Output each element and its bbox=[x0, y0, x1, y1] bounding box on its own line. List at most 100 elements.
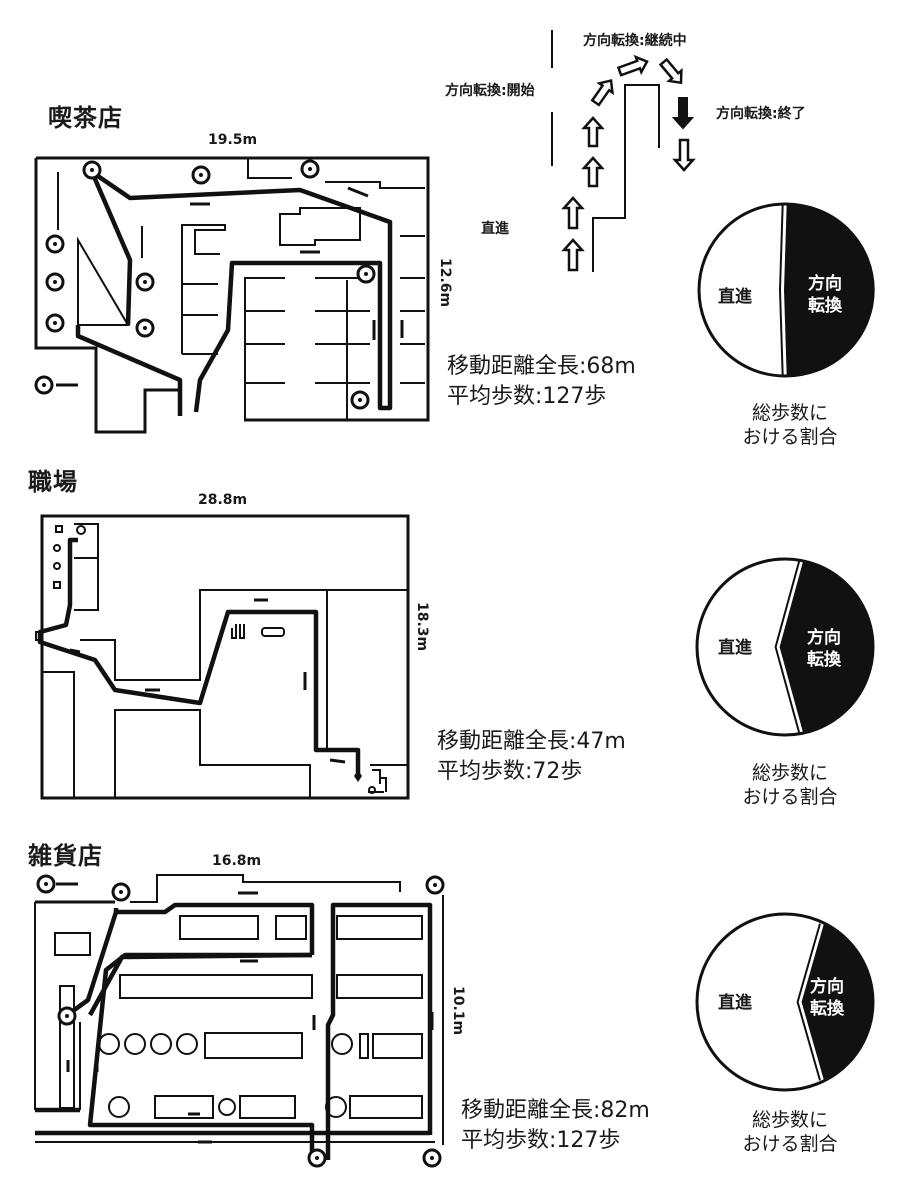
workplace-title: 職場 bbox=[28, 468, 78, 496]
turn-continue-arrow-icon bbox=[658, 57, 683, 85]
camera-legend-icon bbox=[36, 874, 78, 894]
store-shelf bbox=[204, 1032, 303, 1059]
camera-icon bbox=[425, 875, 445, 895]
workplace-width-label: 28.8m bbox=[198, 492, 248, 508]
workplace-ratio-pie bbox=[695, 557, 875, 737]
store-height-label: 10.1m bbox=[450, 986, 466, 1036]
turn-continue-arrow-icon bbox=[616, 54, 649, 77]
legend-straight-label: 直進 bbox=[481, 221, 509, 237]
pie-separator bbox=[778, 203, 784, 377]
camera-icon bbox=[135, 272, 155, 292]
cafe-walk-path bbox=[90, 170, 393, 413]
camera-icon bbox=[350, 390, 370, 410]
store-shelf bbox=[239, 1095, 296, 1119]
workplace-pie-caption-line2: おける割合 bbox=[742, 786, 838, 808]
straight-arrow-icon bbox=[581, 156, 605, 188]
cafe-wall bbox=[325, 181, 425, 189]
store-pie-caption-line2: おける割合 bbox=[742, 1133, 838, 1155]
camera-icon bbox=[300, 159, 320, 179]
cafe-ratio-pie bbox=[697, 202, 875, 378]
workplace-wall bbox=[42, 671, 75, 798]
cafe-outer-wall bbox=[34, 158, 180, 434]
store-shelf bbox=[154, 1095, 214, 1119]
store-pie-turn-line1: 方向 bbox=[810, 977, 844, 997]
store-round-tables bbox=[98, 1033, 353, 1118]
straight-arrow-down-icon bbox=[672, 138, 696, 172]
store-outer-wall bbox=[130, 874, 401, 903]
legend-continue-label: 方向転換:継続中 bbox=[583, 33, 687, 49]
cafe-pie-turn-label: 方向 転換 bbox=[808, 273, 842, 317]
straight-arrow-icon bbox=[561, 238, 585, 272]
store-pie-turn-label: 方向 転換 bbox=[810, 976, 844, 1020]
store-ratio-pie bbox=[695, 912, 875, 1092]
pie-separator bbox=[774, 560, 801, 734]
cafe-outer-wall bbox=[36, 156, 430, 422]
camera-icon bbox=[45, 272, 65, 292]
cafe-direction-arrow bbox=[347, 186, 369, 198]
store-pie-caption-line1: 総歩数に bbox=[751, 1109, 828, 1131]
cafe-walk-path bbox=[75, 325, 183, 416]
turn-start-arrow-icon bbox=[590, 78, 614, 107]
camera-icon bbox=[135, 318, 155, 338]
workplace-height-label: 18.3m bbox=[414, 602, 430, 652]
legend-corridor-wall bbox=[592, 84, 660, 272]
workplace-shelf bbox=[74, 523, 99, 611]
store-shelf bbox=[336, 974, 423, 999]
workplace-steps: 平均歩数:72歩 bbox=[437, 759, 583, 784]
store-shelf bbox=[179, 915, 259, 940]
workplace-direction-arrow bbox=[329, 758, 346, 764]
pie-separator bbox=[796, 923, 821, 1081]
cafe-pie-caption-line1: 総歩数に bbox=[751, 402, 828, 424]
camera-icon bbox=[307, 1148, 327, 1168]
cafe-pie-turn-line1: 方向 bbox=[808, 274, 842, 294]
store-shelf bbox=[54, 932, 91, 956]
pie-slice-turn bbox=[783, 202, 875, 378]
cafe-steps: 平均歩数:127歩 bbox=[447, 384, 607, 409]
cafe-pie-caption: 総歩数に おける割合 bbox=[720, 401, 860, 449]
legend-diagram bbox=[551, 30, 696, 272]
camera-icon bbox=[356, 264, 376, 284]
store-stats: 移動距離全長:82m 平均歩数:127歩 bbox=[461, 1096, 650, 1156]
store-pie-turn-line2: 転換 bbox=[810, 999, 844, 1019]
store-walk-path bbox=[88, 952, 313, 1017]
workplace-pie-turn-label: 方向 転換 bbox=[807, 627, 841, 671]
cafe-table bbox=[279, 207, 361, 246]
cafe-title: 喫茶店 bbox=[48, 104, 123, 132]
camera-icon bbox=[45, 234, 65, 254]
cafe-pie-straight-label: 直進 bbox=[718, 287, 752, 307]
store-floor-plan bbox=[34, 874, 445, 1168]
store-pie-caption: 総歩数に おける割合 bbox=[720, 1108, 860, 1156]
pie-slice-turn bbox=[801, 922, 874, 1082]
straight-arrow-icon bbox=[581, 116, 605, 148]
workplace-distance: 移動距離全長:47m bbox=[437, 729, 626, 754]
workplace-walk-path bbox=[37, 537, 361, 778]
cafe-wall bbox=[247, 158, 292, 179]
workplace-floor-plan bbox=[35, 514, 410, 800]
cafe-width-label: 19.5m bbox=[208, 132, 258, 148]
store-shelf bbox=[59, 985, 75, 1109]
workplace-end-marker bbox=[354, 770, 362, 782]
workplace-direction-arrow bbox=[69, 648, 81, 654]
cafe-pie-turn-line2: 転換 bbox=[808, 296, 842, 316]
store-shelf bbox=[336, 915, 423, 940]
store-title: 雑貨店 bbox=[28, 842, 103, 870]
camera-icon bbox=[111, 882, 131, 902]
store-steps: 平均歩数:127歩 bbox=[461, 1128, 621, 1153]
store-shelf bbox=[119, 974, 313, 999]
straight-arrow-icon bbox=[561, 196, 585, 230]
workplace-pie-straight-label: 直進 bbox=[718, 638, 752, 658]
cafe-height-label: 12.6m bbox=[437, 258, 453, 308]
cafe-walk-path bbox=[89, 171, 133, 326]
store-shelf bbox=[275, 915, 307, 940]
workplace-outer-wall bbox=[40, 514, 410, 800]
store-shelf bbox=[359, 1033, 369, 1059]
cafe-partition bbox=[77, 236, 130, 326]
camera-legend-icon bbox=[34, 375, 78, 395]
workplace-pie-turn-line1: 方向 bbox=[807, 628, 841, 648]
camera-icon bbox=[82, 160, 102, 180]
store-shelf bbox=[372, 1033, 423, 1059]
cafe-stats: 移動距離全長:68m 平均歩数:127歩 bbox=[447, 352, 636, 412]
legend-end-label: 方向転換:終了 bbox=[716, 106, 806, 122]
store-walk-path bbox=[113, 902, 315, 955]
store-walk-path bbox=[325, 902, 433, 1160]
